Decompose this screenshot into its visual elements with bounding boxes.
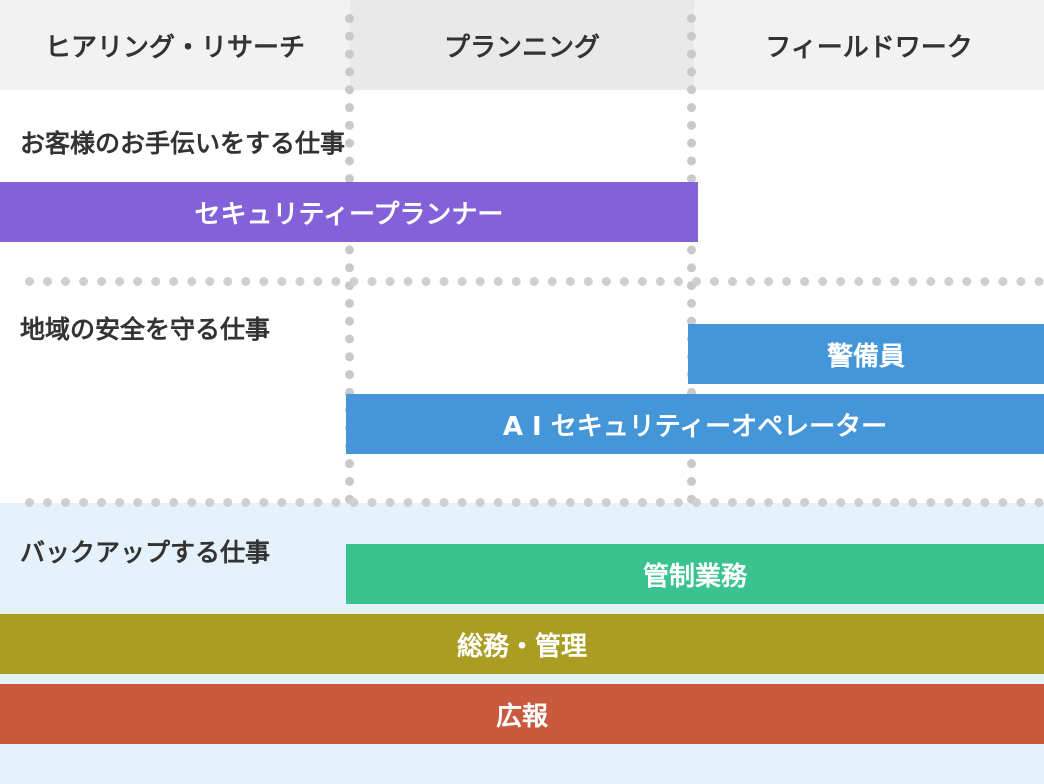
bar-ai-security-operator: A I セキュリティーオペレーター	[346, 394, 1044, 454]
bar-public-relations: 広報	[0, 684, 1044, 744]
bar-security-guard: 警備員	[688, 324, 1044, 384]
row-label-backup: バックアップする仕事	[20, 538, 271, 567]
column-header-fieldwork: フィールドワーク	[694, 0, 1044, 90]
row-label-community-safety: 地域の安全を守る仕事	[20, 315, 271, 344]
bar-control-operations: 管制業務	[346, 544, 1044, 604]
column-divider-2	[687, 14, 697, 504]
bar-general-affairs: 総務・管理	[0, 614, 1044, 674]
row-divider-2	[25, 498, 1044, 507]
column-divider-1	[345, 14, 355, 504]
bar-security-planner: セキュリティープランナー	[0, 182, 698, 242]
column-header-hearing-research: ヒアリング・リサーチ	[0, 0, 350, 90]
column-header-planning: プランニング	[350, 0, 694, 90]
row-label-customer-support: お客様のお手伝いをする仕事	[20, 129, 346, 158]
row-divider-1	[25, 277, 1044, 286]
